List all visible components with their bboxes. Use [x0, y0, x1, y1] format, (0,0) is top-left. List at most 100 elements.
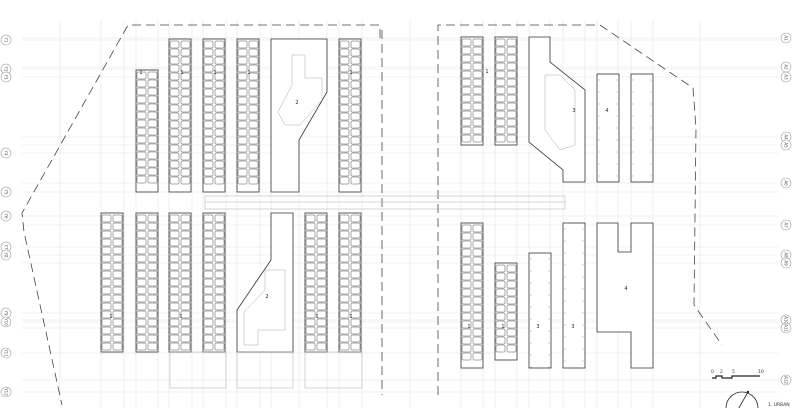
site-boundary-left — [21, 24, 381, 406]
atrium-void — [243, 269, 286, 346]
room-number-label: 2 — [265, 294, 268, 300]
housing-block — [236, 38, 260, 193]
room-number-label: 1 — [180, 70, 183, 76]
axis-marker-right: A3 — [780, 71, 792, 83]
room-number-label: 3 — [571, 324, 574, 330]
hall-block — [596, 222, 654, 369]
axis-marker-right: A8 — [780, 249, 792, 261]
room-number-label: 4 — [624, 286, 627, 292]
axis-marker-right-label: A5 — [784, 142, 789, 148]
site-boundary — [21, 24, 723, 406]
housing-block — [338, 38, 362, 193]
axis-marker-right-label: A12 — [784, 376, 789, 384]
room-number-label: 3 — [572, 108, 575, 114]
grid-lines — [22, 20, 778, 408]
site-boundary-right — [437, 24, 723, 395]
courtyard — [304, 351, 363, 389]
axis-marker-left-label: Y12 — [4, 387, 9, 396]
housing-block — [202, 38, 226, 193]
axis-marker-right-label: A11 — [784, 324, 789, 332]
housing-block — [460, 36, 484, 146]
scale-tick-0: 0 — [711, 369, 714, 375]
bridge-corridor — [204, 195, 566, 210]
axis-marker-left-label: Y9 — [4, 310, 9, 316]
open-hall-block — [596, 73, 620, 183]
axis-marker-left-label: Y7 — [4, 244, 9, 250]
axis-marker-right-label: A2 — [784, 64, 789, 70]
axis-marker-right: A11 — [780, 322, 792, 334]
axis-marker-left-label: Y2 — [4, 66, 9, 72]
axis-marker-left: Y10 — [0, 316, 12, 328]
housing-block — [100, 212, 124, 353]
axis-marker-left: Y1 — [0, 34, 12, 46]
room-number-label: 1 — [213, 70, 216, 76]
axis-marker-left: Y12 — [0, 386, 12, 398]
open-hall-block — [630, 73, 654, 183]
axis-marker-right-label: A6 — [784, 180, 789, 186]
axis-marker-left: Y11 — [0, 347, 12, 359]
scale-tick-5: 5 — [732, 369, 735, 375]
scale-tick-10: 10 — [758, 369, 764, 375]
axis-marker-right-label: A10 — [784, 316, 789, 324]
axis-marker-left-label: Y8 — [4, 252, 9, 258]
room-number-label: 1 — [315, 314, 318, 320]
room-number-label: 1 — [179, 314, 182, 320]
axis-marker-right-label: A9 — [784, 260, 789, 266]
room-number-label: 1 — [139, 70, 142, 76]
axis-marker-left-label: Y11 — [4, 348, 9, 357]
axis-marker-right: A6 — [780, 177, 792, 189]
scale-tick-2: 2 — [720, 369, 723, 375]
atrium-block — [270, 38, 328, 193]
axis-marker-right: A2 — [780, 61, 792, 73]
axis-marker-left: Y5 — [0, 186, 12, 198]
axis-marker-right-label: A4 — [784, 134, 789, 140]
housing-block — [304, 212, 328, 353]
room-number-label: 1 — [485, 69, 488, 75]
axis-marker-left: Y3 — [0, 71, 12, 83]
room-number-label: 1 — [247, 70, 250, 76]
housing-block — [168, 212, 192, 353]
axis-marker-right: A12 — [780, 374, 792, 386]
axis-marker-left-label: Y10 — [4, 317, 9, 326]
axis-marker-left: Y4 — [0, 147, 12, 159]
axis-marker-right-label: A7 — [784, 222, 789, 228]
courtyard — [236, 351, 294, 389]
room-number-label: 1 — [467, 324, 470, 330]
housing-block — [460, 222, 484, 369]
scale-bar-line — [712, 375, 760, 379]
axis-marker-right-label: A8 — [784, 252, 789, 258]
room-number-label: 1 — [109, 314, 112, 320]
atrium-void — [544, 74, 576, 151]
housing-block — [202, 212, 226, 353]
hall-block — [528, 36, 586, 183]
open-hall-block — [562, 222, 586, 369]
axis-marker-left-label: Y5 — [4, 189, 9, 195]
room-number-label: 3 — [536, 324, 539, 330]
room-number-label: 1 — [349, 314, 352, 320]
axis-marker-right: A1 — [780, 32, 792, 44]
housing-block — [338, 212, 362, 353]
drawing-caption: 1. URBAN — [768, 402, 790, 408]
axis-marker-right-label: A1 — [784, 35, 789, 41]
courtyard — [169, 351, 227, 389]
axis-marker-right-label: A3 — [784, 74, 789, 80]
axis-marker-left: Y9 — [0, 307, 12, 319]
axis-marker-left: Y6 — [0, 210, 12, 222]
north-arrow-icon — [725, 390, 759, 408]
axis-marker-right: A5 — [780, 139, 792, 151]
axis-marker-left-label: Y6 — [4, 213, 9, 219]
scale-bar: 0 2 5 10 — [711, 369, 764, 379]
axis-marker-left-label: Y1 — [4, 37, 9, 43]
axis-marker-right: A7 — [780, 219, 792, 231]
housing-block — [168, 38, 192, 193]
axis-marker-left-label: Y3 — [4, 74, 9, 80]
room-number-label: 1 — [501, 324, 504, 330]
axis-marker-left: Y8 — [0, 249, 12, 261]
connecting-bridge — [204, 195, 566, 210]
axis-marker-left-label: Y4 — [4, 150, 9, 156]
buildings — [100, 36, 654, 389]
